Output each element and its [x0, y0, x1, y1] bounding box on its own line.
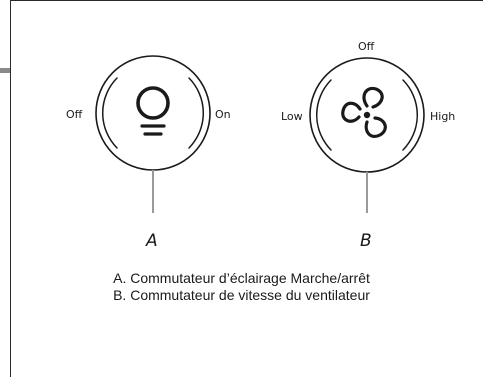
- fan-switch-high-label: High: [430, 110, 455, 123]
- fan-switch-left-arc: [315, 79, 332, 151]
- fan-switch-callout-letter: B: [360, 231, 372, 251]
- controls-diagram: Off On A Off Low High B: [66, 40, 455, 251]
- fan-switch-off-label: Off: [358, 40, 375, 53]
- light-switch-left-arc: [101, 77, 118, 149]
- frame-tab-marker: [0, 68, 10, 73]
- light-switch-on-label: On: [215, 108, 231, 121]
- frame-left-edge: [10, 0, 11, 377]
- light-switch-right-arc: [188, 77, 205, 149]
- fan-switch-right-arc: [402, 79, 419, 151]
- light-switch-off-label: Off: [66, 108, 83, 121]
- frame-top-edge: [10, 0, 483, 1]
- legend-item-b: B. Commutateur de vitesse du ventilateur: [113, 287, 370, 303]
- legend-item-a: A. Commutateur d’éclairage Marche/arrêt: [113, 270, 370, 286]
- fan-icon: [341, 86, 387, 138]
- fan-switch-low-label: Low: [281, 110, 303, 123]
- fan-speed-knob[interactable]: [309, 57, 425, 173]
- light-switch-knob[interactable]: [95, 55, 211, 171]
- light-switch-outer-ring: [95, 55, 211, 171]
- light-switch-callout-letter: A: [145, 231, 158, 251]
- light-bulb-icon: [136, 86, 170, 136]
